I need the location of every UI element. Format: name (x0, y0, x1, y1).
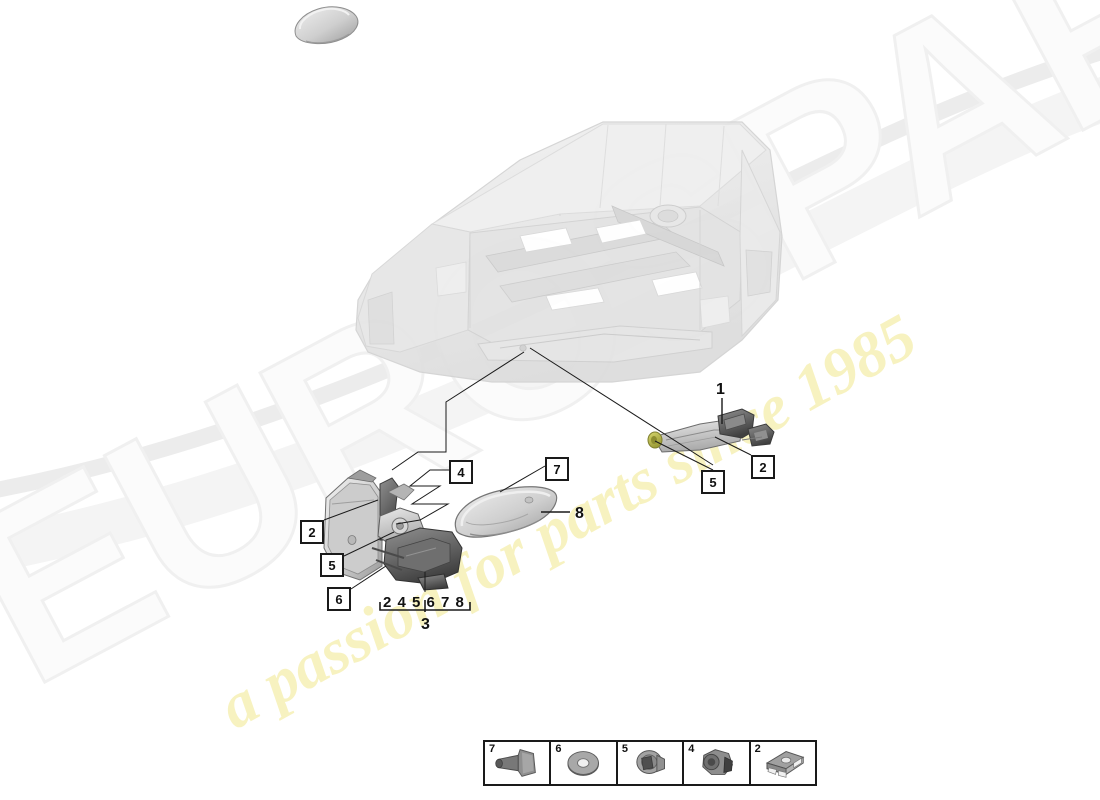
legend-cell-7[interactable]: 7 (485, 742, 552, 784)
legend-cell-6[interactable]: 6 (551, 742, 618, 784)
callout-5-right[interactable]: 5 (701, 470, 725, 494)
leader-7 (499, 465, 546, 493)
leader-6-left (350, 565, 387, 590)
callout-2-left[interactable]: 2 (300, 520, 324, 544)
washer-icon (567, 751, 600, 776)
spring-clip-icon (765, 751, 804, 778)
leader-5-left (343, 531, 395, 557)
legend-cell-2[interactable]: 2 (751, 742, 815, 784)
leader-4 (395, 469, 450, 525)
callout-5-left[interactable]: 5 (320, 553, 344, 577)
legend-number-4: 4 (688, 743, 695, 755)
callout-7[interactable]: 7 (545, 457, 569, 481)
legend-strip: 7 6 5 4 (483, 740, 817, 786)
callout-6-left[interactable]: 6 (327, 587, 351, 611)
leader-lines (323, 347, 752, 612)
part-front-body-shell (355, 121, 783, 383)
nut-icon (702, 749, 734, 775)
callout-8-label[interactable]: 8 (575, 505, 584, 522)
leader-2-left (323, 499, 379, 521)
legend-number-7: 7 (489, 743, 496, 755)
callout-1-label[interactable]: 1 (716, 381, 725, 398)
legend-cell-4[interactable]: 4 (684, 742, 751, 784)
leader-2-right (714, 436, 752, 456)
legend-number-6: 6 (555, 743, 562, 755)
leader-5-right-a (654, 440, 714, 471)
leader-shell-to-centre (391, 351, 525, 471)
part-wedge-cover (454, 486, 558, 538)
callout-4[interactable]: 4 (449, 460, 473, 484)
part-oblong-cover (294, 6, 359, 44)
part-front-rail-bracket (647, 408, 775, 453)
bracket-group-numbers: 2 4 5 6 7 8 (383, 594, 465, 611)
leader-5-right-b (529, 347, 714, 466)
callout-2-right[interactable]: 2 (751, 455, 775, 479)
screw-rivet-icon (495, 749, 536, 777)
bracket-group-label[interactable]: 3 (421, 616, 430, 633)
legend-number-2: 2 (754, 743, 761, 755)
legend-cell-5[interactable]: 5 (618, 742, 685, 784)
legend-number-5: 5 (621, 743, 628, 755)
grommet-icon (636, 750, 665, 774)
